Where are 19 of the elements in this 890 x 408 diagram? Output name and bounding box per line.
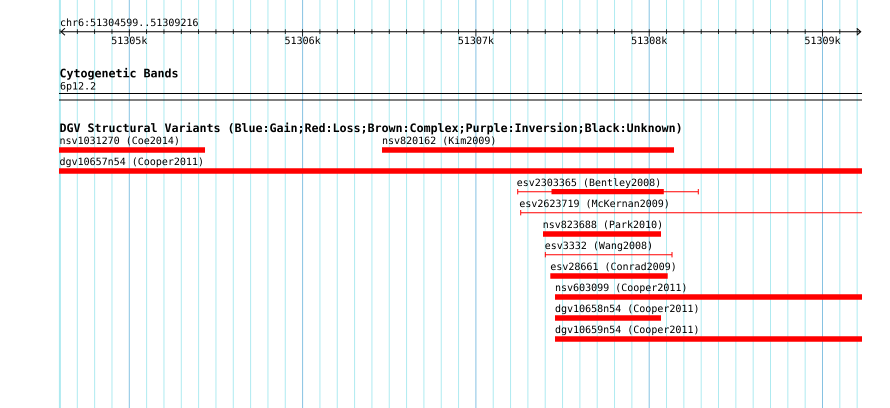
- variant-label: nsv1031270 (Coe2014): [60, 136, 178, 146]
- tick-label: 51307k: [458, 36, 494, 44]
- variant-label: nsv820162 (Kim2009): [382, 136, 494, 146]
- variant-label: nsv603099 (Cooper2011): [556, 283, 686, 294]
- variant-label: dgv10659n54 (Cooper2011): [556, 325, 698, 336]
- variant-label: esv2303365 (Bentley2008): [517, 178, 660, 188]
- variant-label: esv28661 (Conrad2009): [550, 262, 675, 272]
- variant-label: dgv10657n54 (Cooper2011): [60, 157, 202, 168]
- tick-label: 51306k: [285, 36, 320, 44]
- variant-label: nsv823688 (Park2010): [544, 220, 662, 230]
- variant-label: esv3332 (Wang2008): [545, 241, 651, 252]
- coordinate-label: chr6:51304599..51309216: [60, 18, 198, 26]
- variant-label: dgv10658n54 (Cooper2011): [556, 304, 698, 314]
- tick-label: 51305k: [112, 36, 148, 44]
- variant-label: esv2623719 (McKernan2009): [520, 199, 668, 208]
- tick-label: 51309k: [805, 36, 840, 44]
- band-label: 6p12.2: [60, 82, 96, 92]
- track-title: DGV Structural Variants (Blue:Gain;Red:Loss;Brown:Complex;Purple:Inversion;Black:Unknown): [60, 122, 680, 134]
- tick-label: 51308k: [632, 36, 668, 44]
